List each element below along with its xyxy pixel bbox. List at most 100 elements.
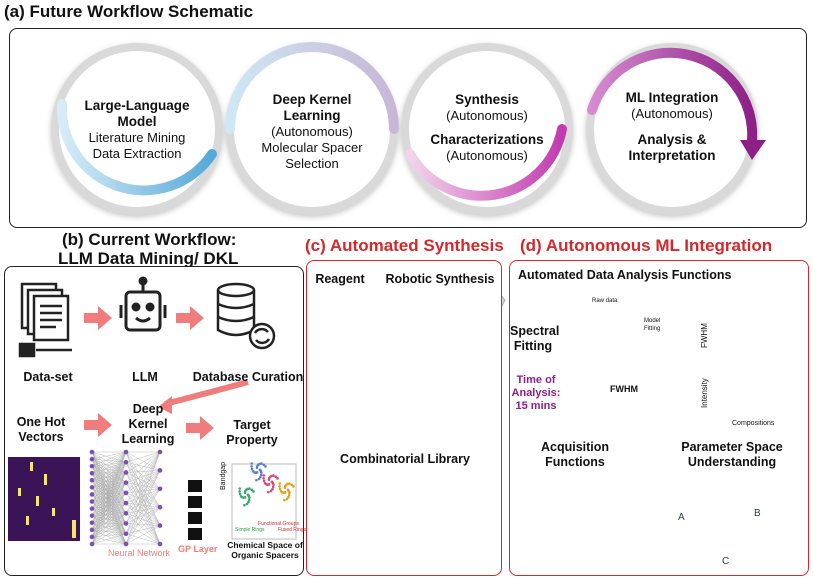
arrow-dkl-target [186,416,214,440]
chem-point [278,485,281,488]
model-legend: Model [644,318,661,324]
chem-point [238,492,242,496]
chem-point [290,483,294,487]
one-hot-cells [18,462,76,538]
chem-point [257,477,261,481]
raw-data-legend: Raw data [592,298,618,304]
chem-point [247,498,251,502]
chem-point [262,477,265,480]
chem-point [267,476,271,480]
ring-3-sub-2: (Autonomous) [446,148,528,163]
chem-point [283,484,287,488]
chem-point [246,493,250,497]
nn-node [123,500,129,506]
nn-node [157,541,163,547]
arrow-llm-curation [176,306,204,330]
ring-1-arc [56,99,217,196]
gp-layer-label: GP Layer [178,544,218,554]
panel-c-title: (c) Automated Synthesis [305,236,504,255]
dkl-label: Deep Kernel Learning [121,402,175,446]
chem-point [285,497,289,501]
chem-point [272,483,275,486]
chem-point [255,478,258,482]
nn-node [157,523,163,528]
nn-node [89,470,95,476]
ring-2-line-3: Selection [285,156,339,171]
ring-1-text: Large-Language Model Literature Mining D… [72,98,202,162]
chem-point [286,488,290,492]
ring-2-text: Deep Kernel Learning (Autonomous) Molecu… [252,92,372,172]
chem-point [276,477,279,480]
chem-space-label: Chemical Space of Organic Spacers [227,540,303,560]
robot-icon [119,276,167,332]
panel-b-title-1: (b) Current Workflow: [62,230,237,249]
chem-point [243,503,246,507]
triangle-vertex-c: C [722,556,730,567]
chem-point [287,493,291,497]
ring-4-arrowhead [740,140,766,160]
nn-node [123,470,129,475]
curation-label: Database Curation [192,370,304,384]
neural-network-label: Neural Network [108,548,171,558]
one-hot-matrix [8,457,80,541]
nn-node [89,485,95,490]
database-icon [216,282,276,350]
chem-point [255,464,259,468]
library-label: Combinatorial Library [340,452,470,466]
chem-point [260,471,263,474]
ring-3-text: Synthesis (Autonomous) Characterizations… [427,92,547,164]
chem-point [238,490,241,493]
nn-node [89,499,95,504]
ring-3-title-1: Synthesis [455,92,519,107]
ring-3 [401,43,573,215]
nn-node [123,449,129,455]
chem-point [248,496,251,499]
nn-node [157,504,163,510]
chem-point [250,465,253,468]
chem-point [274,475,278,479]
nn-node [89,478,95,483]
chem-point [267,490,270,494]
nn-node [157,468,163,473]
chem-point [245,502,249,506]
chem-point [287,495,290,499]
ring-3-title-2: Characterizations [430,132,544,147]
panel-a-title: (a) Future Workflow Schematic [4,2,254,21]
ring-3-arc [405,124,567,201]
fwhm-box-label: FWHM [610,384,638,394]
chem-point [250,488,254,492]
chem-point [262,479,266,483]
chem-point [271,485,275,489]
reagent-label: Reagent [315,272,365,286]
neural-network-nodes [89,449,163,547]
nn-node [157,449,163,455]
chem-space-points [238,462,295,507]
chem-point [279,490,283,493]
nn-node [89,541,95,547]
ring-1-line-1: Literature Mining [88,130,186,145]
nn-node [89,527,95,533]
one-hot-label: One Hot Vectors [16,415,66,444]
nn-node [123,521,129,526]
nn-node [89,506,95,511]
chem-point [238,487,242,490]
chem-point [259,475,262,479]
chem-point [269,489,273,493]
chem-point [247,500,250,504]
ring-2-line-1: (Autonomous) [271,124,353,139]
ring-3-sub-1: (Autonomous) [446,108,528,123]
nn-node [89,449,95,455]
panel-d [509,260,809,576]
nn-node [89,534,95,540]
nn-node [89,463,95,469]
chem-point [251,470,255,473]
ring-1-title: Large-Language Model [84,98,190,129]
ring-2-arc [225,42,399,134]
chem-point [260,462,263,465]
panel-d-title: (d) Autonomous ML Integration [520,236,773,255]
chem-point [283,498,286,502]
fused-rings-label: Fused Rings [278,527,307,533]
acquisition-label: Acquisition Functions [540,440,610,469]
chem-point [264,465,267,468]
nn-node [89,513,95,518]
